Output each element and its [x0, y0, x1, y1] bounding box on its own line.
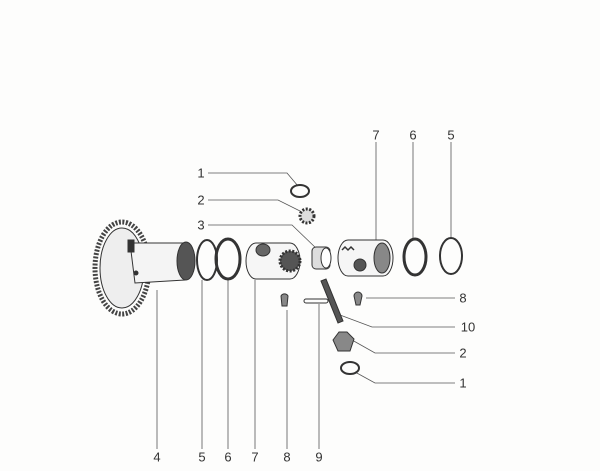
callout-1-right: 1 [459, 375, 467, 391]
part-5-snap-ring [196, 239, 218, 281]
part-2-pinion-top [298, 207, 316, 225]
part-7-left-housing [245, 242, 302, 280]
part-1-washer-top [290, 184, 310, 198]
part-1-washer-bottom [340, 361, 360, 375]
part-9-pin [303, 298, 329, 304]
part-3-bushing [311, 246, 332, 270]
leader-lines [156, 142, 455, 449]
part-6-ring [214, 237, 242, 281]
callout-1-left: 1 [197, 165, 205, 181]
callout-2-left: 2 [197, 192, 205, 208]
callout-2-right: 2 [459, 345, 467, 361]
callout-6-bottom: 6 [224, 449, 232, 465]
part-10-shaft [320, 278, 344, 324]
callout-8-right: 8 [459, 290, 467, 306]
callout-5-top: 5 [447, 127, 455, 143]
part-8-pin-left [280, 293, 289, 307]
part-4-gear-hub [92, 219, 196, 317]
callout-7-bottom: 7 [251, 449, 259, 465]
part-6-ring-right [402, 237, 428, 277]
part-7-right-housing [337, 239, 394, 277]
callout-6-top: 6 [409, 127, 417, 143]
callout-7-top: 7 [372, 127, 380, 143]
callout-4-bottom: 4 [153, 449, 161, 465]
callout-8-bottom: 8 [283, 449, 291, 465]
callout-5-bottom: 5 [198, 449, 206, 465]
callout-10-right: 10 [460, 319, 476, 335]
callout-3-left: 3 [197, 217, 205, 233]
part-2-pinion-bottom [332, 331, 355, 352]
callout-9-bottom: 9 [315, 449, 323, 465]
part-8-pin-right [353, 291, 363, 306]
part-5-snap-ring-right [439, 237, 463, 275]
